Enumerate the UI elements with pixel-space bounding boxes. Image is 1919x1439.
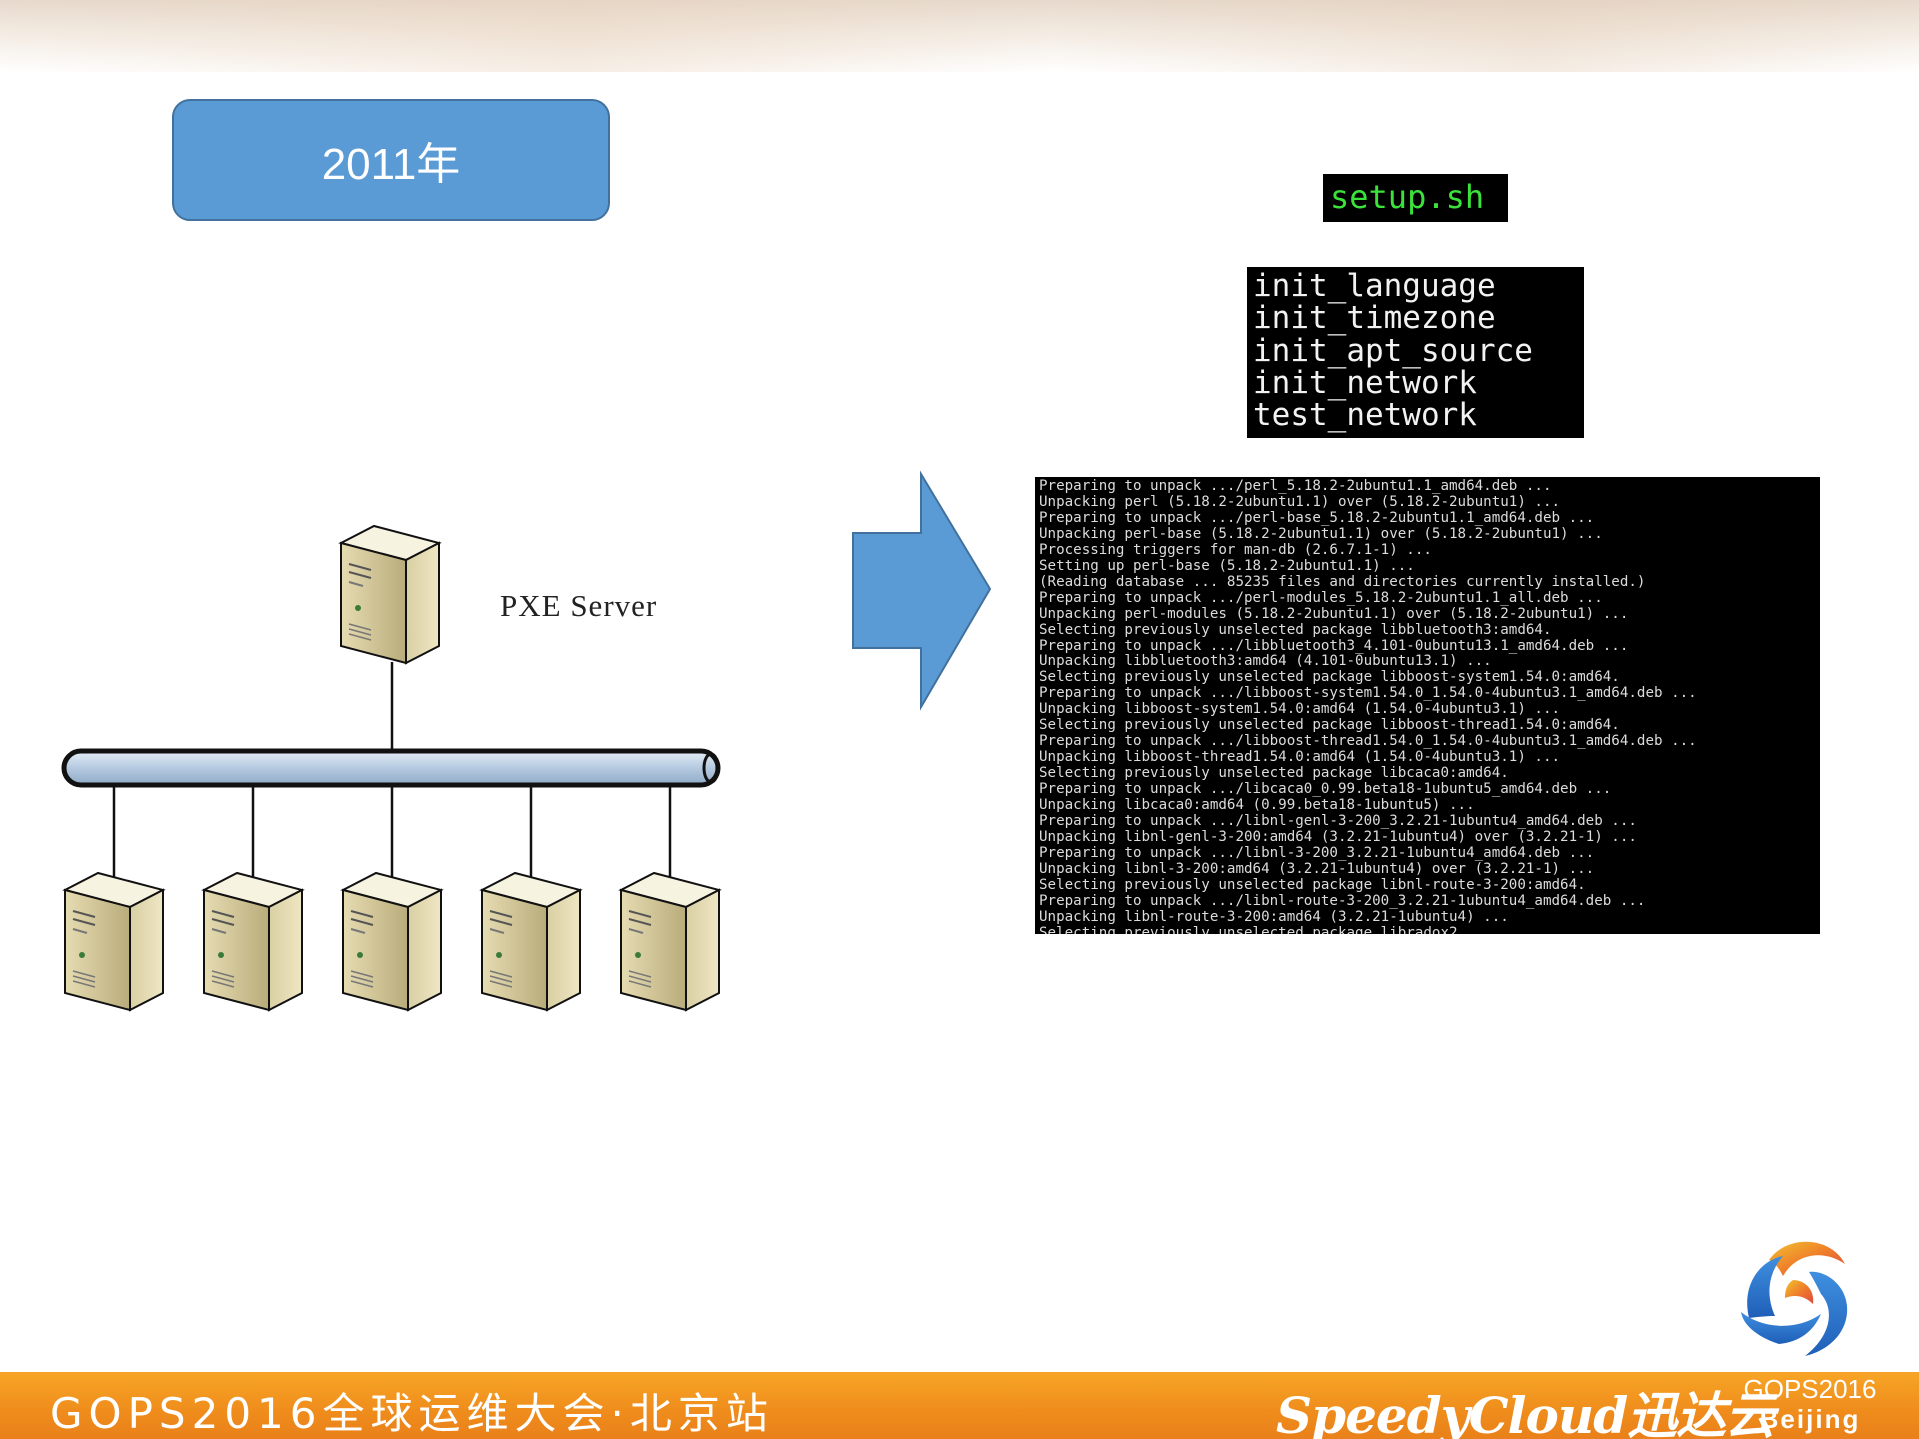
init-functions-terminal: init_language init_timezone init_apt_sou… [1247, 267, 1584, 438]
log-line: Selecting previously unselected package … [1039, 669, 1620, 686]
log-line: Processing triggers for man-db (2.6.7.1-… [1039, 541, 1432, 558]
pxe-server-icon [340, 525, 440, 664]
log-line: Preparing to unpack .../libcaca0_0.99.be… [1039, 781, 1612, 798]
log-line: Selecting previously unselected package … [1039, 924, 1484, 934]
log-line: Preparing to unpack .../libnl-genl-3-200… [1039, 813, 1637, 830]
log-line: Unpacking libbluetooth3:amd64 (4.101-0ub… [1039, 653, 1492, 670]
log-line: Preparing to unpack .../perl-modules_5.1… [1039, 589, 1603, 606]
log-line: Unpacking libnl-3-200:amd64 (3.2.21-1ubu… [1039, 860, 1595, 877]
log-line: Unpacking perl-base (5.18.2-2ubuntu1.1) … [1039, 525, 1603, 542]
init-step: init_apt_source [1253, 332, 1533, 369]
client-server-icon [342, 872, 442, 1011]
client-server-icon [481, 872, 581, 1011]
year-badge: 2011年 [172, 99, 610, 221]
log-line: Preparing to unpack .../perl-base_5.18.2… [1039, 509, 1595, 526]
event-city: Beijing [1759, 1404, 1861, 1434]
log-line: Unpacking perl-modules (5.18.2-2ubuntu1.… [1039, 605, 1629, 622]
init-step: test_network [1253, 397, 1477, 434]
network-bus [61, 748, 721, 788]
footer-bar: GOPS2016全球运维大会·北京站 SpeedyCloud迅达云 GOPS20… [0, 1372, 1919, 1439]
client-server-icon [64, 872, 164, 1011]
footer-title: GOPS2016全球运维大会·北京站 [50, 1389, 774, 1438]
log-line: Unpacking libnl-route-3-200:amd64 (3.2.2… [1039, 908, 1509, 925]
init-step: init_timezone [1253, 300, 1496, 337]
init-step: init_network [1253, 364, 1477, 401]
log-line: Unpacking perl (5.18.2-2ubuntu1.1) over … [1039, 493, 1561, 510]
log-line: (Reading database ... 85235 files and di… [1039, 573, 1646, 590]
log-line: Preparing to unpack .../libnl-route-3-20… [1039, 892, 1646, 909]
event-name: GOPS2016 [1743, 1374, 1877, 1404]
pxe-server-label: PXE Server [500, 588, 658, 623]
log-line: Preparing to unpack .../libbluetooth3_4.… [1039, 637, 1629, 654]
log-line: Selecting previously unselected package … [1039, 621, 1552, 638]
log-line: Preparing to unpack .../libnl-3-200_3.2.… [1039, 844, 1595, 861]
header-decoration [0, 0, 1919, 72]
log-line: Unpacking libcaca0:amd64 (0.99.beta18-1u… [1039, 797, 1475, 814]
log-line: Selecting previously unselected package … [1039, 765, 1509, 782]
init-step: init_language [1253, 268, 1496, 304]
brand-logo: SpeedyCloud迅达云 [1276, 1386, 1775, 1439]
install-log-terminal: Preparing to unpack .../perl_5.18.2-2ubu… [1035, 477, 1820, 934]
setup-script-terminal: setup.sh [1323, 174, 1508, 222]
log-line: Unpacking libboost-system1.54.0:amd64 (1… [1039, 701, 1561, 718]
client-server-icon [620, 872, 720, 1011]
log-line: Setting up perl-base (5.18.2-2ubuntu1.1)… [1039, 557, 1415, 574]
log-line: Selecting previously unselected package … [1039, 717, 1620, 734]
right-arrow-icon [852, 470, 992, 711]
log-line: Preparing to unpack .../libboost-system1… [1039, 685, 1697, 702]
log-line: Unpacking libboost-thread1.54.0:amd64 (1… [1039, 749, 1561, 766]
log-line: Preparing to unpack .../perl_5.18.2-2ubu… [1039, 478, 1552, 494]
gops-logo-icon [1741, 1241, 1848, 1356]
log-line: Preparing to unpack .../libboost-thread1… [1039, 733, 1697, 750]
log-line: Selecting previously unselected package … [1039, 876, 1586, 893]
log-line: Unpacking libnl-genl-3-200:amd64 (3.2.21… [1039, 828, 1637, 845]
event-badge: GOPS2016 Beijing [1720, 1374, 1900, 1434]
client-server-icon [203, 872, 303, 1011]
